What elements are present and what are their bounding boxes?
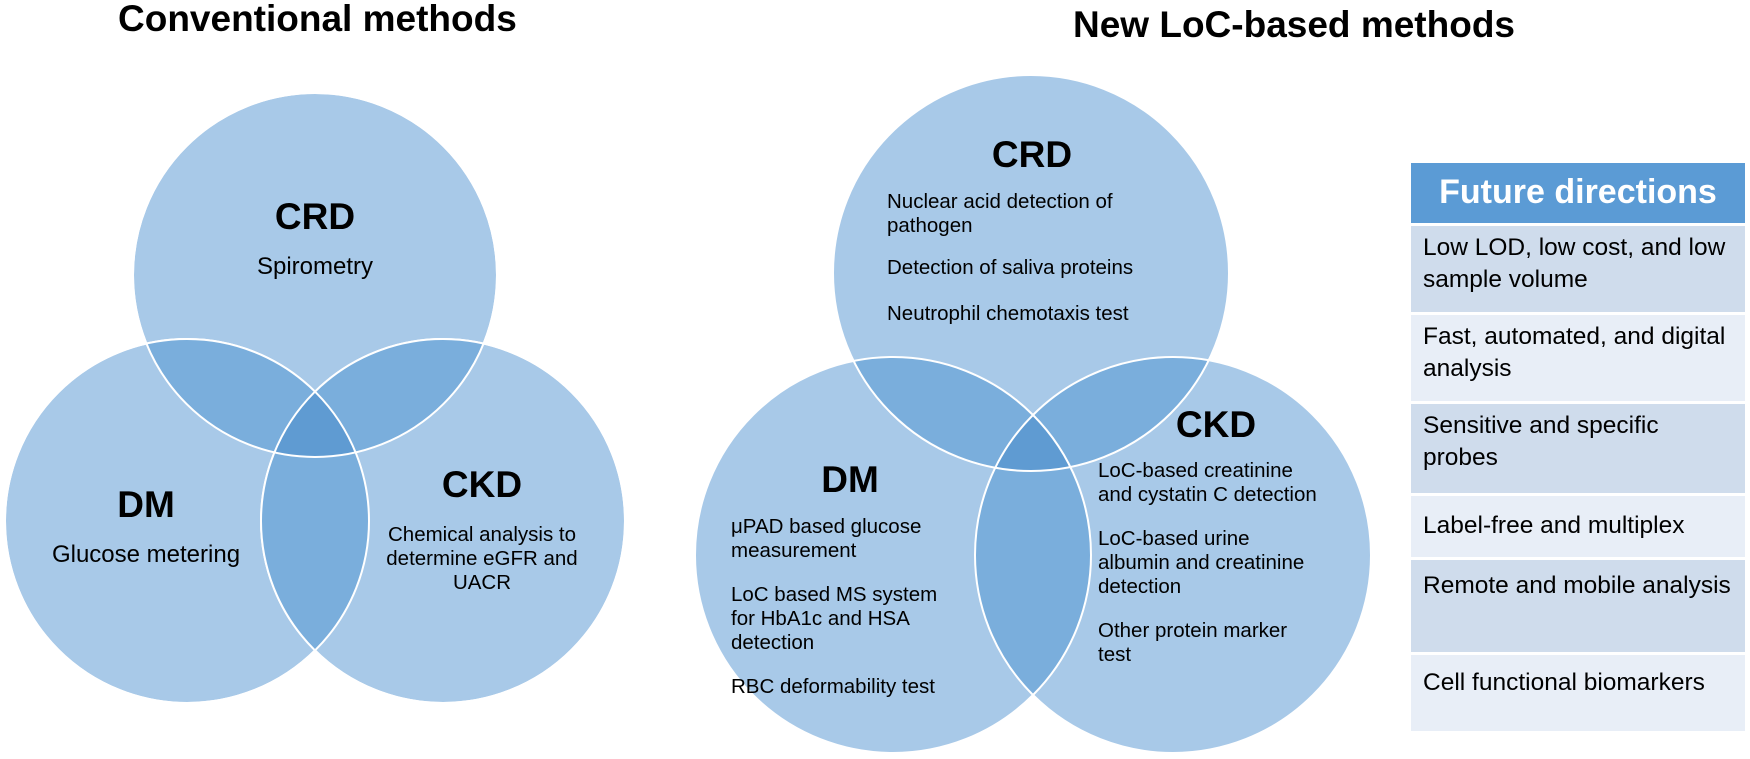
loc-ckd-item: LoC-based creatinine and cystatin C dete… [1098, 459, 1317, 506]
loc-crd-item: Neutrophil chemotaxis test [887, 302, 1129, 325]
conventional-dm-text: Glucose metering [51, 541, 241, 568]
loc-crd-list: Nuclear acid detection of pathogen Detec… [887, 190, 1162, 348]
conventional-ckd-text: Chemical analysis to determine eGFR and … [366, 523, 598, 595]
conventional-venn [4, 92, 626, 704]
loc-ckd-item: LoC-based urine albumin and creatinine d… [1098, 527, 1305, 598]
loc-crd-ckd-overlap [975, 357, 1229, 471]
future-directions-row: Fast, automated, and digital analysis [1411, 315, 1745, 404]
future-directions-row: Low LOD, low cost, and low sample volume [1411, 226, 1745, 315]
conventional-ckd-line: determine eGFR and [386, 547, 578, 570]
conventional-ckd-line: UACR [452, 571, 512, 594]
loc-crd-dm-overlap [833, 357, 1091, 471]
future-directions-row: Cell functional biomarkers [1411, 655, 1745, 731]
loc-methods-title: New LoC-based methods [1073, 4, 1515, 45]
loc-ckd-item: Other protein marker test [1098, 619, 1288, 666]
loc-ckd-label: CKD [1175, 404, 1257, 445]
loc-crd-item: Nuclear acid detection of pathogen [887, 190, 1113, 237]
loc-ckd-list: LoC-based creatinine and cystatin C dete… [1098, 459, 1318, 689]
conventional-crd-ckd-overlap [261, 339, 497, 457]
conventional-ckd-label: CKD [441, 464, 523, 505]
future-directions-table: Future directions Low LOD, low cost, and… [1411, 163, 1745, 731]
future-directions-row: Label-free and multiplex [1411, 496, 1745, 560]
loc-dm-label: DM [821, 459, 879, 500]
loc-crd-item: Detection of saliva proteins [887, 256, 1134, 279]
loc-dm-list: μPAD based glucose measurement LoC based… [731, 515, 961, 721]
conventional-crd-label: CRD [274, 196, 356, 237]
future-directions-row: Remote and mobile analysis [1411, 560, 1745, 655]
loc-dm-item: RBC deformability test [731, 675, 935, 698]
conventional-crd-text: Spirometry [256, 253, 374, 280]
loc-crd-label: CRD [991, 134, 1073, 175]
future-directions-row: Sensitive and specific probes [1411, 404, 1745, 496]
conventional-dm-label: DM [117, 484, 175, 525]
conventional-methods-title: Conventional methods [118, 0, 517, 39]
future-directions-header: Future directions [1411, 163, 1745, 226]
conventional-ckd-line: Chemical analysis to [388, 523, 576, 546]
loc-venn [694, 74, 1372, 754]
conventional-crd-dm-overlap [133, 339, 369, 457]
loc-dm-item: μPAD based glucose measurement [731, 515, 922, 562]
loc-dm-item: LoC based MS system for HbA1c and HSA de… [731, 583, 938, 654]
